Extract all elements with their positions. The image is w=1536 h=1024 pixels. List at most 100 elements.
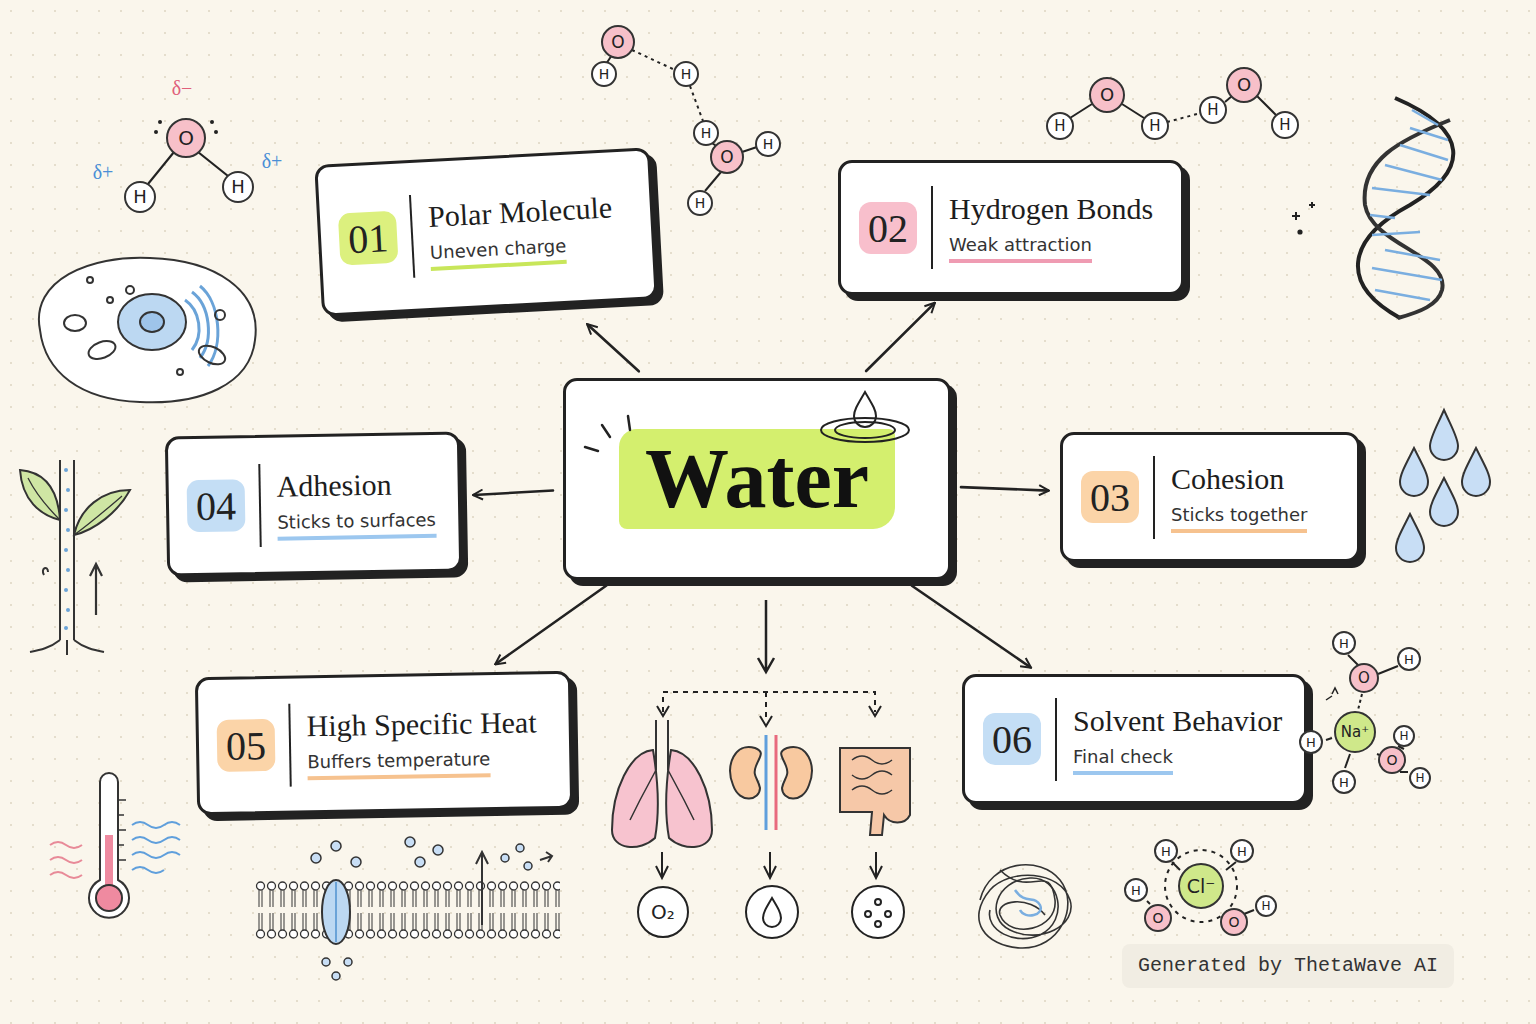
subtitle-row: Buffers temperature <box>307 747 537 780</box>
box-subtitle: Buffers temperature <box>307 748 490 780</box>
water-drops-part <box>1396 514 1424 562</box>
sodium-hydration-bonds-part <box>1326 738 1332 740</box>
cell-illustration-part <box>107 297 113 303</box>
sparkles-part <box>1309 202 1315 208</box>
hydrogen-atom: H <box>124 181 156 213</box>
box-title: Hydrogen Bonds <box>949 192 1153 226</box>
oxygen-atom: O <box>601 25 635 59</box>
thermometer-part <box>118 800 126 860</box>
callout-number: 04 <box>187 479 246 532</box>
kidneys-part <box>730 747 761 798</box>
lungs-part <box>630 770 694 820</box>
plant-illustration-part <box>30 640 104 655</box>
dna-helix-part-part <box>1412 110 1438 125</box>
cell-illustration-part <box>196 342 228 368</box>
dna-helix-part-part <box>1385 250 1440 260</box>
cell-illustration-part <box>177 369 183 375</box>
thermometer-part <box>50 842 82 878</box>
intestine-part <box>852 756 892 794</box>
center-sparks <box>585 416 630 451</box>
property-box: 05High Specific HeatBuffers temperature <box>195 671 573 816</box>
chloride-ion: Cl⁻ <box>1178 863 1224 909</box>
cell-membrane-part <box>311 837 532 980</box>
box-subtitle: Sticks to surfaces <box>277 508 436 540</box>
kidneys-part <box>775 735 778 830</box>
cell-illustration-part <box>87 277 93 283</box>
partial-charge: δ+ <box>93 162 114 182</box>
protein-tangle-part <box>1015 890 1041 915</box>
text-column: Solvent BehaviorFinal check <box>1055 698 1282 781</box>
intestine-part <box>840 748 910 835</box>
sodium-ion: Na⁺ <box>1334 711 1376 753</box>
hydrogen-atom: H <box>222 171 254 203</box>
cell-membrane-part-part <box>405 837 415 847</box>
oxygen-atom: O <box>166 118 206 158</box>
organ-bracket-part <box>870 852 882 878</box>
subtitle-row: Weak attraction <box>949 234 1153 263</box>
plant-illustration-part-part <box>64 588 68 592</box>
text-column: Hydrogen BondsWeak attraction <box>931 186 1153 269</box>
thermometer-part-part <box>50 857 82 863</box>
organ-bracket-part <box>657 706 881 726</box>
chloride-hydration-part <box>1172 862 1180 870</box>
callout-number: 03 <box>1081 471 1139 523</box>
cell-illustration-part <box>64 315 86 331</box>
cell-membrane-part-part <box>476 852 488 925</box>
plant-illustration-part <box>43 568 48 575</box>
text-column: High Specific HeatBuffers temperature <box>288 699 537 786</box>
kidneys <box>730 735 812 830</box>
lungs-part <box>612 750 658 847</box>
hydrogen-atom: H <box>1141 112 1169 140</box>
hydrogen-bond-chain-part <box>705 172 721 191</box>
plant-illustration-part <box>60 460 74 640</box>
dna-helix-part-part <box>1385 165 1442 180</box>
thermometer-part <box>89 773 129 918</box>
kidneys-part <box>765 735 768 830</box>
plant-illustration-part-part <box>66 568 70 572</box>
subtitle-row: Sticks together <box>1171 504 1307 533</box>
intestine <box>840 748 910 835</box>
cell-membrane-part-part <box>433 845 443 855</box>
water-pair-bonds-part <box>1070 104 1092 118</box>
dna-helix <box>1358 98 1453 318</box>
text-column: Polar MoleculeUneven charge <box>409 184 615 277</box>
cell-membrane <box>255 837 560 980</box>
polar-molecule-bonds-part-part <box>158 120 162 124</box>
hydrogen-atom: H <box>1397 647 1421 671</box>
dna-helix-part-part <box>1410 128 1448 140</box>
cell-membrane-part-part <box>331 841 341 851</box>
protein-tangle-part <box>1000 870 1056 929</box>
cell-illustration-part <box>140 312 164 332</box>
organ-bracket-part <box>663 692 875 720</box>
cell-membrane-part-part <box>344 958 352 966</box>
protein-tangle <box>979 865 1071 948</box>
connector-arrow <box>961 487 1048 491</box>
cell-membrane-part <box>255 880 560 940</box>
lungs-part <box>666 750 712 847</box>
drop-ripple-icon-part <box>854 392 876 427</box>
output-icons-part <box>875 899 881 905</box>
property-box: 06Solvent BehaviorFinal check <box>962 674 1307 804</box>
output-icons <box>746 886 904 938</box>
hydrogen-atom: H <box>1154 839 1178 863</box>
cell-membrane-part-part <box>524 862 532 870</box>
oxygen-atom: O <box>1144 904 1172 932</box>
output-icon-label: O₂ <box>637 886 689 938</box>
plant-illustration-part <box>28 478 122 535</box>
partial-charge: δ− <box>172 78 193 98</box>
hydrogen-atom: H <box>687 190 713 216</box>
hydrogen-atom: H <box>1409 767 1431 789</box>
organ-bracket-part <box>764 852 776 878</box>
oxygen-atom: O <box>1220 908 1248 936</box>
water-pair-bonds-part <box>1122 104 1144 118</box>
hydrogen-bond-chain-part <box>690 86 703 121</box>
polar-molecule-bonds-part-part <box>154 130 158 134</box>
cell-illustration-part <box>39 258 256 403</box>
cell-illustration-part <box>215 310 225 320</box>
cell-membrane-part <box>476 852 552 925</box>
dna-helix-part-part <box>1400 145 1448 160</box>
dna-helix-part-part <box>1375 290 1430 300</box>
oxygen-atom: O <box>1226 67 1262 103</box>
hydrogen-atom: H <box>1332 770 1356 794</box>
cell-membrane-part <box>335 882 337 942</box>
